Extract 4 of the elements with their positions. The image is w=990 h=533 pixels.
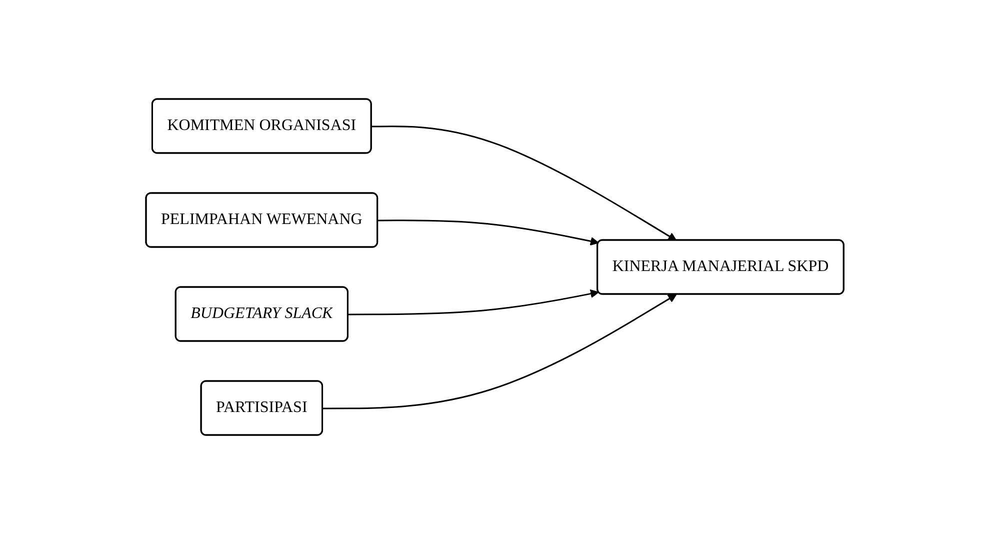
arrow (372, 125, 677, 240)
arrow (322, 294, 677, 409)
arrow (348, 288, 600, 315)
arrow (378, 219, 600, 246)
